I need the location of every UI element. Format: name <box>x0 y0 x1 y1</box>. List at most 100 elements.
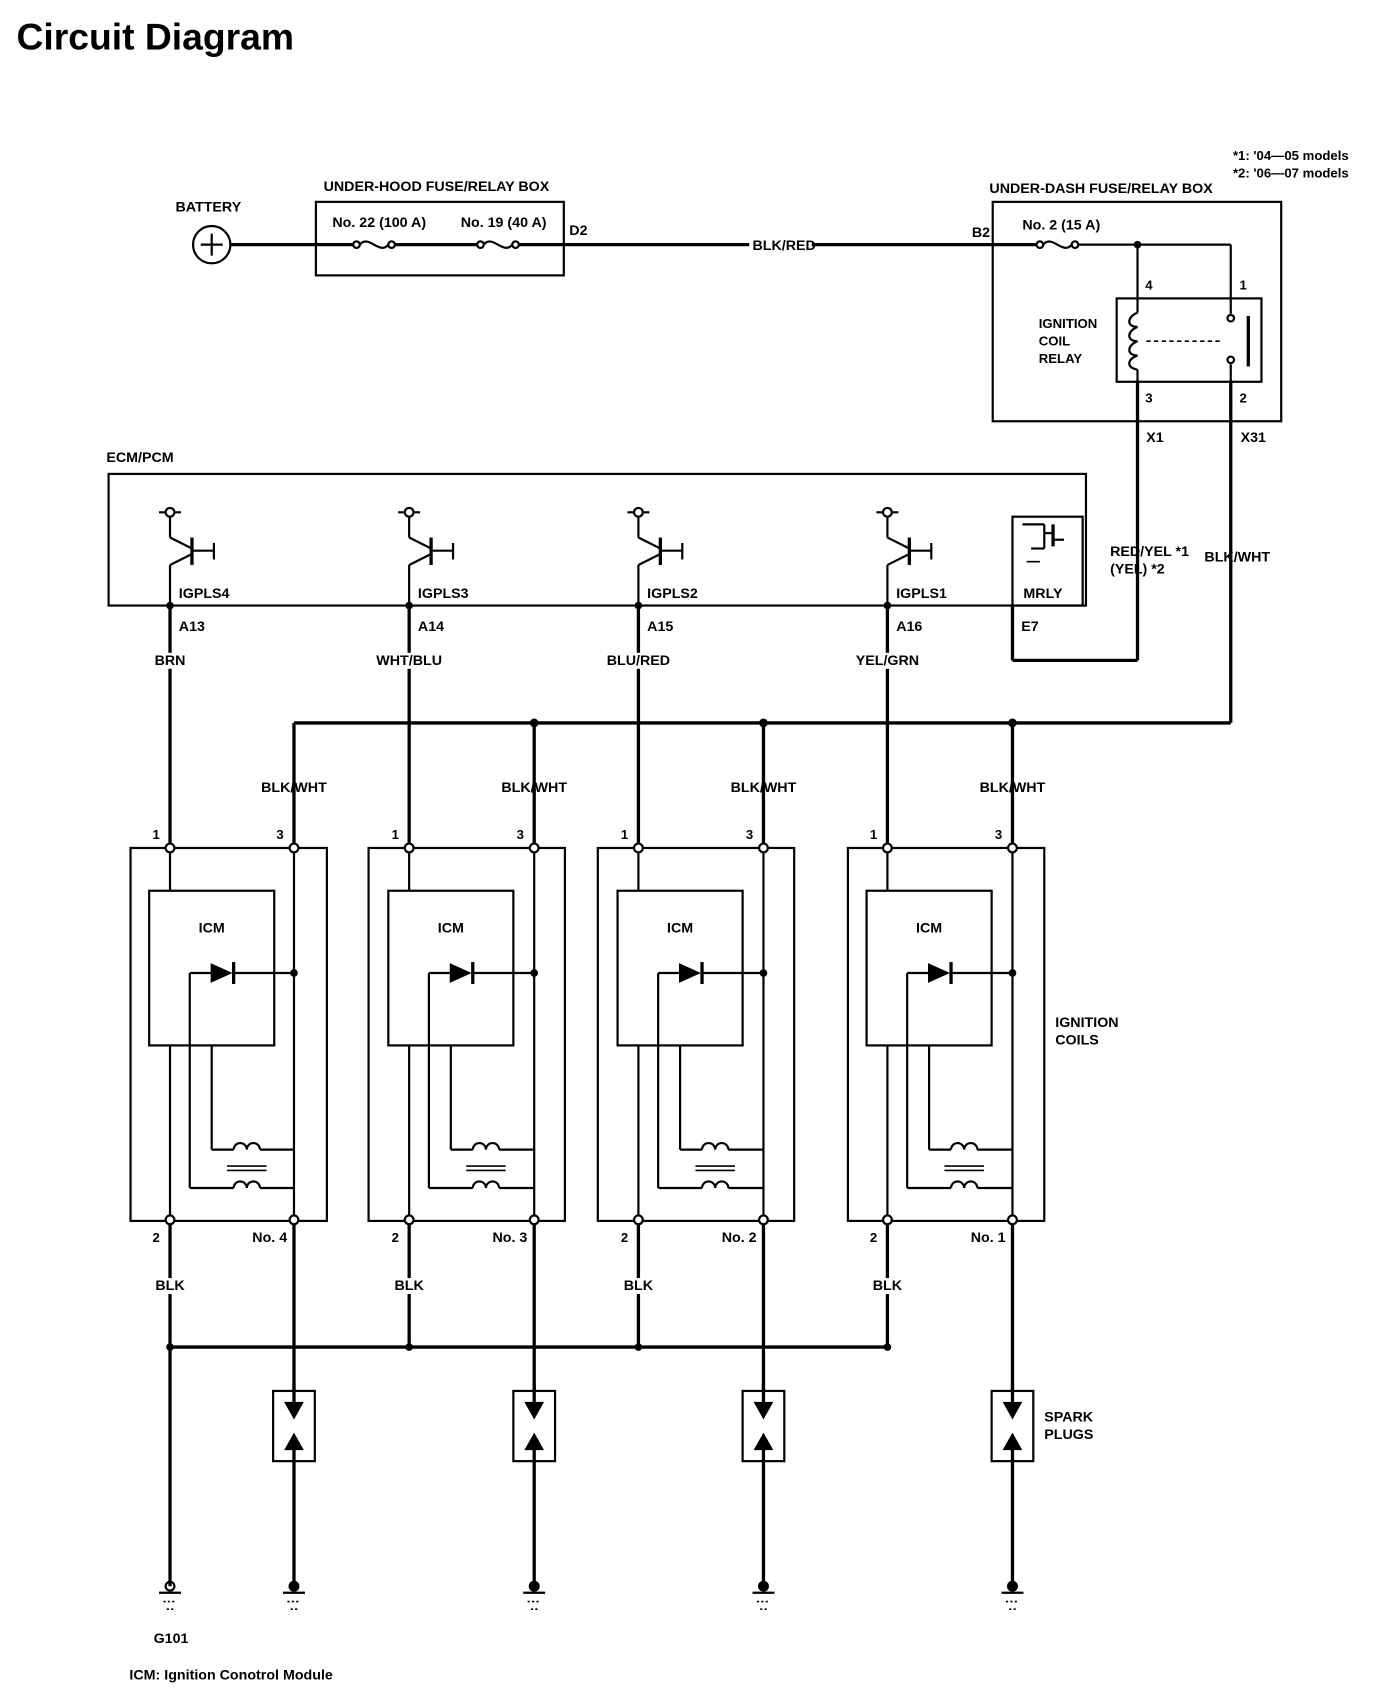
coil-housing <box>846 846 1046 1223</box>
feed-wire-label: BLK/WHT <box>261 780 327 796</box>
coil-pin-2: 2 <box>392 1230 399 1245</box>
coil-housing <box>367 846 567 1223</box>
battery-icon <box>191 224 232 265</box>
driver-name: IGPLS3 <box>418 586 469 602</box>
driver-pin: A16 <box>896 619 922 635</box>
spark-plug-icon <box>512 1384 557 1587</box>
relay-pin-4: 4 <box>1145 278 1153 293</box>
mrly-label: MRLY <box>1023 586 1063 602</box>
mrly-box <box>1011 515 1084 607</box>
diode-icon <box>678 963 701 983</box>
coil-pin-1: 1 <box>392 827 399 842</box>
diode-icon <box>449 963 472 983</box>
feed-wire-label: BLK/WHT <box>980 780 1046 796</box>
underdash-title: UNDER-DASH FUSE/RELAY BOX <box>989 181 1213 197</box>
secondary-winding-icon <box>471 1180 501 1189</box>
primary-winding-icon <box>232 1141 262 1150</box>
connector-x1: X1 <box>1146 430 1164 446</box>
ignition-coil-2: BLK/WHT 1 3 2 No. 2 ICM BLK <box>596 718 797 1611</box>
coil-pin-3: 3 <box>746 827 753 842</box>
ignition-coil-relay <box>1115 297 1263 383</box>
coil-pin-2: 2 <box>152 1230 159 1245</box>
driver-name: IGPLS1 <box>896 586 947 602</box>
icm-label: ICM <box>199 920 225 936</box>
wire-red-yel: RED/YEL *1 <box>1110 544 1189 560</box>
relay-coil-icon <box>1128 298 1139 382</box>
connector-b2: B2 <box>972 225 990 241</box>
signal-wire-label: BRN <box>155 653 186 669</box>
fuse-19-icon <box>476 240 520 250</box>
wire-yel: (YEL) *2 <box>1110 562 1165 578</box>
coil-pin-3: 3 <box>517 827 524 842</box>
coil-housing <box>129 846 328 1223</box>
spark-plug-icon <box>741 1384 786 1587</box>
relay-label-1: IGNITION <box>1039 316 1097 331</box>
relay-switch-icon <box>1226 298 1250 382</box>
spark-plug-icon <box>272 1384 316 1587</box>
coil-pin-3: 3 <box>995 827 1002 842</box>
primary-winding-icon <box>471 1141 501 1150</box>
relay-label-2: COIL <box>1039 334 1070 349</box>
signal-wire-label: BLU/RED <box>607 653 670 669</box>
coil-number: No. 2 <box>722 1230 757 1246</box>
spark-plugs-label-1: SPARK <box>1044 1410 1094 1426</box>
ground-wire-label: BLK <box>873 1278 903 1294</box>
ignition-coils-label-2: COILS <box>1055 1032 1099 1048</box>
fuse-22-label: No. 22 (100 A) <box>332 215 426 231</box>
ground-wire-label: BLK <box>624 1278 654 1294</box>
relay-pin-3: 3 <box>1145 391 1152 406</box>
primary-winding-icon <box>949 1141 979 1150</box>
icm-label: ICM <box>438 920 464 936</box>
coil-pin-2: 2 <box>621 1230 628 1245</box>
wire-blk-red: BLK/RED <box>752 238 815 254</box>
relay-pin-2: 2 <box>1240 391 1247 406</box>
ground-g101: G101 <box>154 1631 189 1647</box>
primary-winding-icon <box>700 1141 730 1150</box>
coil-number: No. 1 <box>971 1230 1006 1246</box>
connector-x31: X31 <box>1241 430 1266 446</box>
coil-number: No. 4 <box>252 1230 287 1246</box>
fuse-19-label: No. 19 (40 A) <box>461 215 547 231</box>
coil-pin-1: 1 <box>870 827 877 842</box>
mrly-pin: E7 <box>1021 619 1039 635</box>
ground-g101-icon <box>159 1347 181 1611</box>
secondary-winding-icon <box>232 1180 262 1189</box>
fuse-22-icon <box>352 240 396 250</box>
ignition-coils-label-1: IGNITION <box>1055 1015 1118 1031</box>
underhood-box <box>314 200 565 277</box>
coil-housing <box>596 846 796 1223</box>
driver-pin: A14 <box>418 619 444 635</box>
secondary-winding-icon <box>949 1180 979 1189</box>
relay-pin-1: 1 <box>1240 278 1247 293</box>
connector-d2: D2 <box>569 223 587 239</box>
signal-wire-label: WHT/BLU <box>376 653 442 669</box>
page-title: Circuit Diagram <box>16 15 294 57</box>
coil-pin-2: 2 <box>870 1230 877 1245</box>
ground-wire-label: BLK <box>395 1278 425 1294</box>
diode-icon <box>928 963 950 983</box>
ground-icon <box>283 1580 305 1611</box>
fuse-2-label: No. 2 (15 A) <box>1022 217 1100 233</box>
ground-icon <box>1001 1580 1024 1611</box>
feed-wire-label: BLK/WHT <box>731 780 797 796</box>
wire-blk-wht-relay: BLK/WHT <box>1204 550 1270 566</box>
icm-label: ICM <box>667 920 693 936</box>
coil-pin-1: 1 <box>621 827 628 842</box>
coil-pin-3: 3 <box>276 827 283 842</box>
spark-plug-icon <box>990 1384 1035 1587</box>
relay-label-3: RELAY <box>1039 351 1083 366</box>
signal-wire-label: YEL/GRN <box>856 653 919 669</box>
feed-wire-label: BLK/WHT <box>501 780 567 796</box>
note-1: *1: '04—05 models <box>1233 148 1349 163</box>
driver-name: IGPLS2 <box>647 586 698 602</box>
ground-icon <box>523 1580 546 1611</box>
ground-wire-label: BLK <box>155 1278 185 1294</box>
